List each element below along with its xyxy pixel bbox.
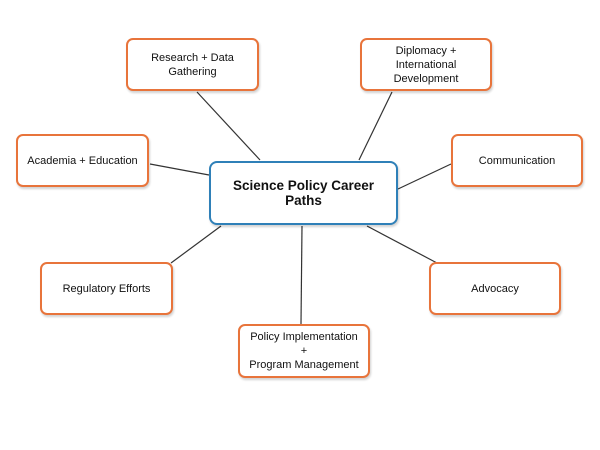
node-label: Advocacy	[471, 282, 519, 295]
center-node-label: Science Policy Career Paths	[232, 178, 375, 208]
connector-research	[196, 91, 261, 161]
connector-advocacy	[366, 225, 438, 264]
center-node-science-policy-career-paths: Science Policy Career Paths	[209, 161, 398, 225]
node-label: Communication	[478, 154, 556, 167]
connector-communication	[397, 163, 452, 190]
node-research-data-gathering: Research + Data Gathering	[126, 38, 259, 91]
node-label: Policy Implementation + Program Manageme…	[249, 331, 359, 371]
node-diplomacy-international-development: Diplomacy + International Development	[360, 38, 492, 91]
connector-regulatory	[170, 225, 222, 264]
node-academia-education: Academia + Education	[16, 134, 149, 187]
node-label: Regulatory Efforts	[62, 282, 151, 295]
node-communication: Communication	[451, 134, 583, 187]
connector-diplomacy	[358, 91, 393, 161]
node-label: Academia + Education	[27, 154, 138, 167]
node-label: Diplomacy + International Development	[393, 44, 459, 85]
connector-academia	[149, 163, 210, 176]
node-advocacy: Advocacy	[429, 262, 561, 315]
node-label: Research + Data Gathering	[151, 51, 234, 78]
node-regulatory-efforts: Regulatory Efforts	[40, 262, 173, 315]
node-policy-implementation-program-management: Policy Implementation + Program Manageme…	[238, 324, 370, 378]
connector-policy	[300, 225, 303, 325]
